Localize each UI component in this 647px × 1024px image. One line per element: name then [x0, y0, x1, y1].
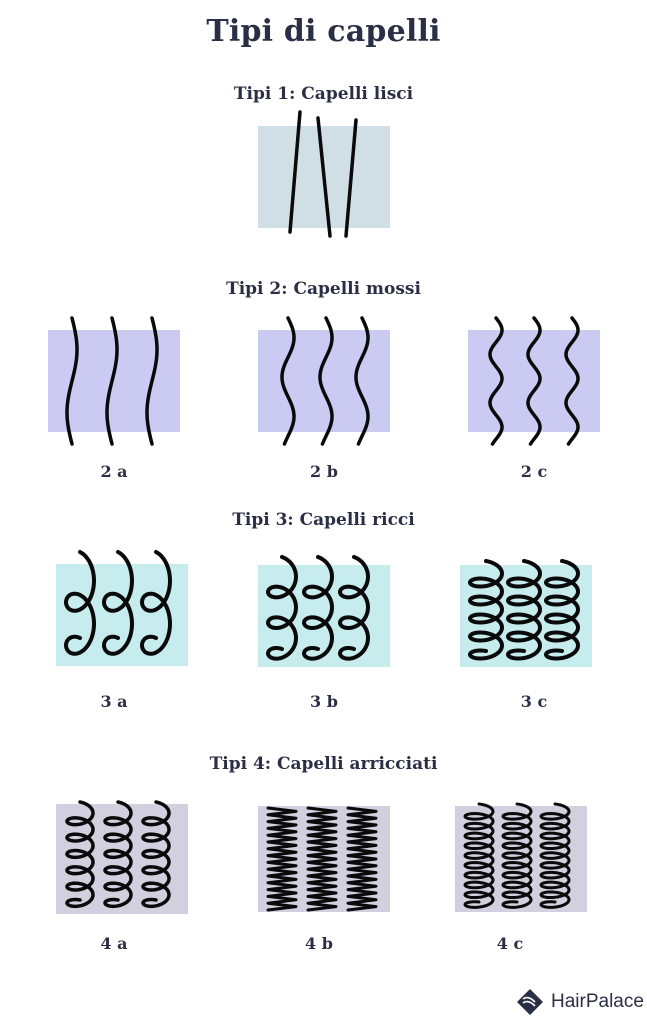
hair-strand [506, 559, 542, 661]
section-title-type-3: Tipi 3: Capelli ricci [232, 510, 415, 530]
hair-strand [488, 316, 504, 446]
hair-strand [564, 316, 580, 446]
section-title-type-1: Tipi 1: Capelli lisci [233, 84, 414, 104]
hair-strand [318, 316, 334, 446]
hair-strand [288, 110, 302, 234]
tile-label-2a: 2 a [100, 462, 128, 481]
hair-tile-2b [258, 316, 390, 446]
hair-tile-4c [455, 802, 587, 912]
hair-strand [266, 555, 298, 661]
tile-label-4b: 4 b [305, 934, 333, 953]
hair-strand [354, 316, 370, 446]
section-title-type-4: Tipi 4: Capelli arricciati [209, 754, 438, 774]
hairpalace-logo-icon [517, 989, 543, 1015]
hair-strand [306, 806, 338, 912]
section-title-type-2: Tipi 2: Capelli mossi [226, 279, 421, 299]
tile-label-4c: 4 c [496, 934, 524, 953]
hair-strand [280, 316, 296, 446]
hair-strand [140, 550, 172, 656]
hair-tile-4b [258, 806, 390, 912]
tile-label-3b: 3 b [310, 692, 338, 711]
tile-label-3c: 3 c [520, 692, 548, 711]
hair-tile-2c [468, 316, 600, 446]
hair-strand [141, 800, 171, 909]
hair-strand [102, 550, 134, 656]
hair-strand [145, 316, 159, 446]
hair-strand [346, 806, 378, 912]
tile-label-4a: 4 a [100, 934, 128, 953]
hair-tile-4a [56, 800, 188, 914]
hair-strand [468, 559, 504, 661]
hair-strand [526, 316, 542, 446]
hair-strand [65, 800, 95, 909]
hair-strand [338, 555, 370, 661]
hair-strand [463, 802, 495, 909]
brand-name: HairPalace [551, 991, 644, 1012]
hair-tile-3b [258, 555, 390, 667]
hair-strand [266, 806, 298, 912]
tile-label-2c: 2 c [520, 462, 548, 481]
hair-strand [64, 550, 96, 656]
hair-strand [539, 802, 571, 909]
hair-tile-type-1 [258, 110, 390, 238]
hair-strand [103, 800, 133, 909]
page-title: Tipi di capelli [206, 14, 441, 49]
hair-strand [105, 316, 119, 446]
hair-tile-3c [460, 559, 592, 667]
hair-strand [544, 559, 580, 661]
hair-strand [501, 802, 533, 909]
tile-label-3a: 3 a [100, 692, 128, 711]
hair-tile-2a [48, 316, 180, 446]
hair-strand [65, 316, 79, 446]
hair-strand [344, 118, 358, 238]
hair-tile-3a [56, 550, 188, 666]
hair-strand [302, 555, 334, 661]
tile-label-2b: 2 b [310, 462, 338, 481]
brand-logo: HairPalace [515, 985, 644, 1019]
hair-strand [316, 116, 332, 238]
tile-background [258, 330, 390, 432]
